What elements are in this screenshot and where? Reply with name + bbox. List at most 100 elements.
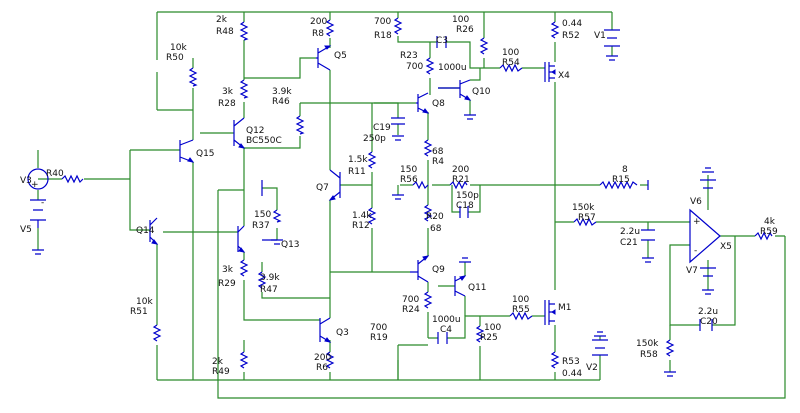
capacitor-C20 (699, 319, 713, 331)
label-R59-value: 4k (764, 217, 776, 227)
label-R37-value: 150 (254, 210, 271, 220)
label-Q3-name: Q3 (336, 328, 349, 338)
label-Q8-name: Q8 (432, 99, 445, 109)
label-V7-name: V7 (686, 266, 698, 276)
capacitor-C18 (459, 206, 469, 218)
resistor-R37 (272, 209, 282, 223)
label-R18-name: R18 (374, 31, 392, 41)
resistor-R51 (152, 324, 162, 342)
label-C20-value: 2.2u (698, 307, 718, 317)
label-R57-value: 150k (572, 203, 595, 213)
resistor-R55 (509, 311, 533, 321)
label-R21-value: 200 (452, 165, 469, 175)
source-V3 (27, 168, 49, 190)
label-R46-value: 3.9k (272, 87, 292, 97)
label-V3-minus: - (41, 198, 44, 208)
resistor-R24 (423, 291, 433, 309)
label-R46-name: R46 (272, 97, 290, 107)
resistor-R58 (665, 339, 675, 357)
label-C18-name: C18 (456, 201, 474, 211)
label-R15-name: R15 (612, 175, 630, 185)
resistor-R47 (257, 271, 267, 289)
resistor-R52 (550, 21, 560, 39)
resistor-R57 (573, 217, 597, 227)
label-R50-value: 10k (170, 43, 187, 53)
capacitor-C21 (641, 229, 655, 241)
label-C3-value: 1000u (438, 63, 467, 73)
label-R8-value: 200 (310, 17, 327, 27)
label-R8-name: R8 (312, 29, 324, 39)
label-R47-value: 3.9k (260, 273, 280, 283)
label-R54-name: R54 (502, 58, 520, 68)
label-V1-name: V1 (594, 31, 606, 41)
label-R20-value: 68 (430, 224, 442, 234)
label-R57-name: R57 (578, 213, 596, 223)
label-V3-name: V3 (20, 176, 32, 186)
label-R55-value: 100 (512, 295, 529, 305)
label-R56-value: 150 (400, 165, 417, 175)
label-R49-value: 2k (212, 357, 224, 367)
label-R52-name: R52 (562, 31, 580, 41)
label-R26-value: 100 (452, 15, 469, 25)
label-R21-name: R21 (452, 175, 470, 185)
transistor-Q3 (319, 317, 332, 343)
label-R6-value: 200 (314, 353, 331, 363)
label-R4-value: 68 (432, 147, 444, 157)
resistor-R54 (499, 63, 523, 73)
resistor-R6 (325, 351, 335, 369)
label-R29-value: 3k (222, 265, 234, 275)
label-Q12-name: Q12 (246, 126, 265, 136)
resistor-R12 (367, 207, 377, 225)
ground-C21 (642, 257, 654, 263)
label-R50-name: R50 (166, 53, 184, 63)
label-R6-name: R6 (316, 363, 328, 373)
resistor-R8 (325, 19, 335, 37)
label-V6-name: V6 (690, 197, 702, 207)
label-R15-value: 8 (622, 165, 628, 175)
ground-V5 (32, 249, 44, 255)
transistor-Q12 (233, 117, 246, 149)
label-C20-name: C20 (700, 317, 718, 327)
label-R28-value: 3k (222, 87, 234, 97)
resistor-R53 (550, 351, 560, 369)
label-R49-name: R49 (212, 367, 230, 377)
resistor-R18 (393, 17, 403, 35)
label-opamp-plus: + (693, 217, 701, 227)
transistor-Q15 (179, 139, 195, 163)
ground-V7 (702, 289, 714, 295)
label-R29-name: R29 (218, 279, 236, 289)
transistor-Q14 (149, 217, 159, 245)
label-R54-value: 100 (502, 48, 519, 58)
components (27, 17, 773, 377)
label-C3-name: C3 (436, 36, 448, 46)
label-V3-plus: + (31, 180, 39, 190)
label-M1-name: M1 (558, 303, 572, 313)
label-R24-value: 700 (402, 295, 419, 305)
ground-V2 (594, 331, 606, 337)
label-C18-value: 150p (456, 191, 479, 201)
label-R12-name: R12 (352, 221, 370, 231)
capacitor-C19 (391, 117, 405, 125)
label-R28-name: R28 (218, 99, 236, 109)
label-R25-name: R25 (480, 333, 498, 343)
ground-C19 (392, 135, 404, 141)
ground-R58 (664, 371, 676, 377)
transistor-Q7 (328, 169, 341, 201)
mosfet-M1 (544, 300, 556, 325)
ground-Q13 (271, 239, 283, 245)
transistor-Q9 (410, 255, 430, 283)
transistor-Q10 (438, 79, 472, 101)
label-Q9-name: Q9 (432, 265, 445, 275)
label-R56-name: R56 (400, 175, 418, 185)
source-V1 (604, 29, 620, 47)
label-R11-value: 1.5k (348, 155, 368, 165)
resistor-R20 (423, 204, 433, 222)
label-R19-value: 700 (370, 323, 387, 333)
label-Q13-name: Q13 (281, 240, 300, 250)
label-Q5-name: Q5 (334, 51, 347, 61)
label-Q11-name: Q11 (468, 283, 487, 293)
label-R47-name: R47 (260, 285, 278, 295)
label-Q15-name: Q15 (196, 149, 215, 159)
resistor-R29 (239, 259, 249, 277)
